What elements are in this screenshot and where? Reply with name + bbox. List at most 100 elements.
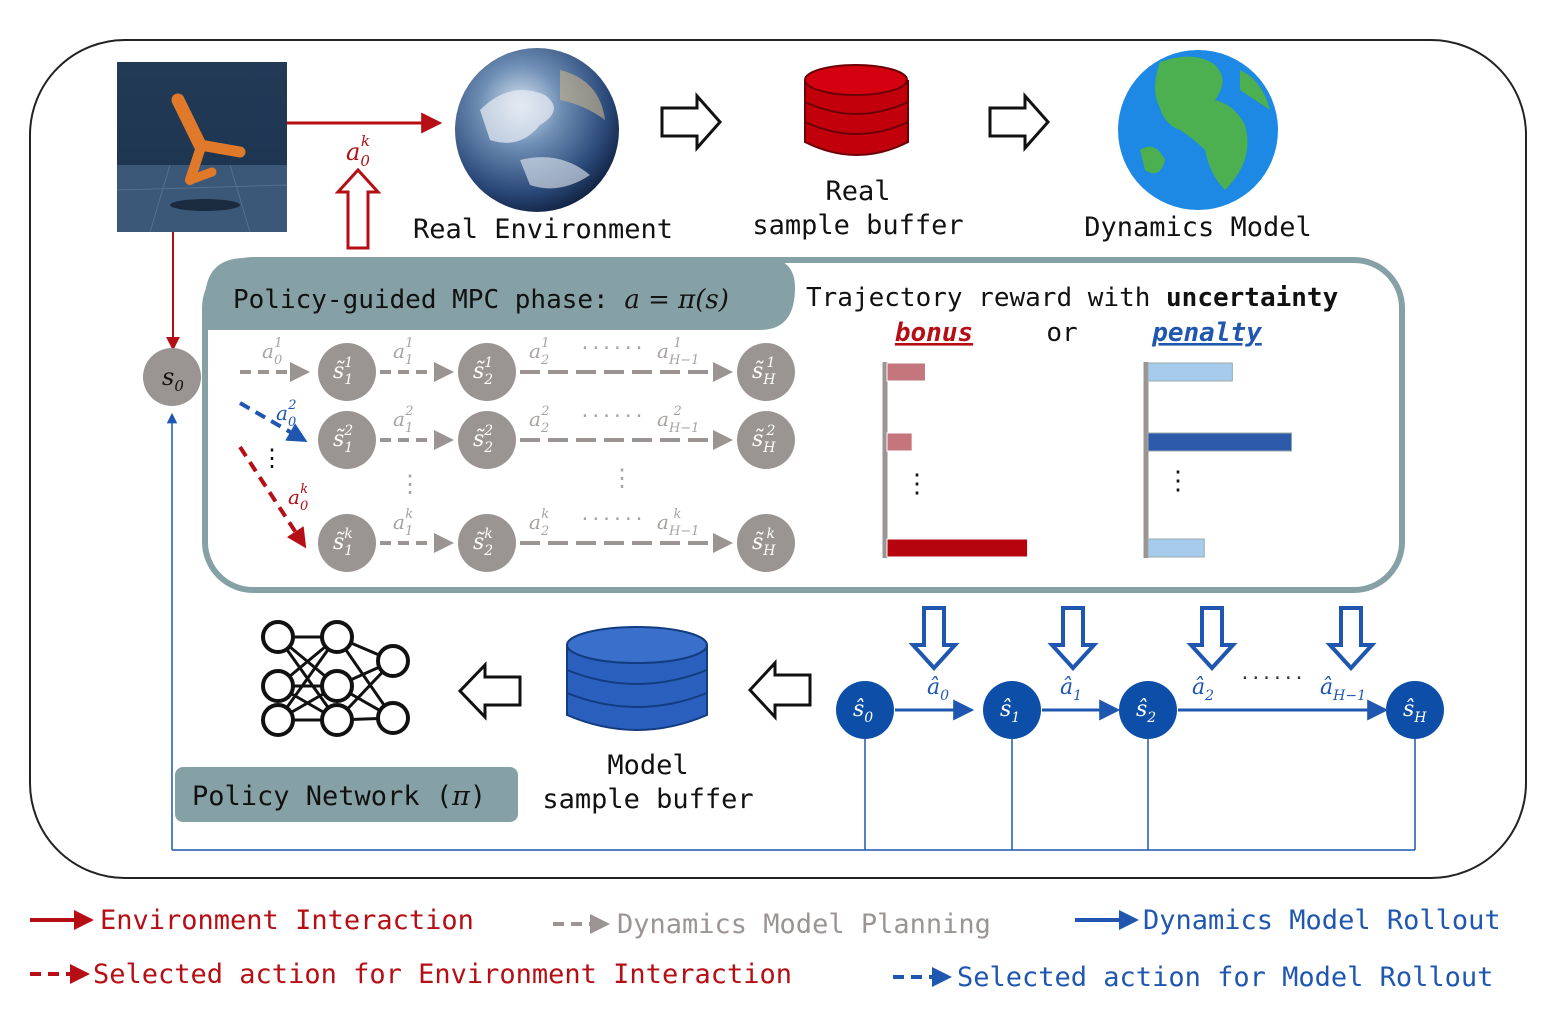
nn-neuron [320,620,354,654]
rollout-action-label: âH−1 [1320,675,1366,704]
plan-first-arrow-2 [238,401,308,443]
hollow-arrow-left-1 [747,659,812,721]
simulator-image [116,62,288,233]
rollout-state-node [1119,681,1177,739]
plan-state-node [458,343,516,401]
or-label: or [1046,318,1077,348]
dynamics-model-globe [1118,50,1278,210]
rollout-state-label: ŝ2 [1136,697,1156,726]
blue-down-arrows [908,606,1377,671]
nn-neuron [261,703,295,737]
rollout-feedback-lines [166,412,1416,851]
plan-action-label: a2k [529,507,549,539]
legend-dyn-rollout: Dynamics Model Rollout [1143,905,1501,936]
mpc-panel [202,257,1405,593]
model-buffer-label-2: sample buffer [542,784,753,815]
penalty-vdots: ⋮ [1165,466,1191,496]
plan-dots: ······ [579,509,644,530]
policy-network-box [175,767,518,822]
legend-dyn-planning: Dynamics Model Planning [617,909,991,940]
plan-state-node [458,411,516,469]
legend-selected-env: Selected action for Environment Interact… [93,959,792,990]
plan-action-label: aH−1k [657,507,699,539]
plan-state-label: s̃H1 [752,355,776,388]
plan-state-node [737,343,795,401]
hollow-arrow-2 [988,92,1051,152]
rollout-state-label: ŝ0 [853,697,873,726]
nn-neuron [320,703,354,737]
legend: Environment Interaction Dynamics Model P… [30,905,1501,993]
plan-state-node [458,514,516,572]
mpc-to-env-arrow [334,167,382,250]
outer-frame [29,39,1527,879]
plan-action-label: a11 [393,336,414,368]
real-buffer-label-2: sample buffer [752,210,963,241]
nn-neuron [261,669,295,703]
plan-state-label: s̃12 [333,423,353,456]
s0-node [143,348,201,406]
plan-action-label: a22 [529,404,550,436]
reward-title: Trajectory reward with uncertainty [806,283,1338,313]
penalty-bar-chart [1143,362,1293,558]
plan-state-label: s̃H2 [752,423,776,456]
rollout-state-label: ŝH [1403,697,1427,726]
policy-network-label: Policy Network (π) [192,781,486,812]
bonus-vdots: ⋮ [904,469,930,499]
plan-state-label: s̃2k [473,526,493,559]
plan-action-label: a21 [529,336,550,368]
plan-action-label: a12 [393,404,414,436]
first-action-label-2: a02 [276,398,297,430]
penalty-bar [1147,538,1205,558]
plan-state-label: s̃21 [473,355,493,388]
plan-state-label: s̃1k [333,526,353,559]
nn-neuron [376,644,410,678]
bonus-bar [886,362,926,382]
rollout-action-label: â1 [1060,675,1082,704]
legend-selected-model: Selected action for Model Rollout [957,962,1493,993]
real-buffer-icon [804,64,909,156]
nn-neuron [376,701,410,735]
hollow-down-arrow [1047,606,1099,671]
plan-state-node [318,514,376,572]
dynamics-model-label: Dynamics Model [1084,212,1312,243]
plan-action-label: aH−11 [657,336,699,368]
plan-state-node [318,343,376,401]
plan-state-node [318,411,376,469]
mpc-title: Policy-guided MPC phase: a = π(s) [233,285,729,315]
rollout-state-node [1386,681,1444,739]
plan-first-arrow-k [238,445,307,549]
rollout-state-node [983,681,1041,739]
penalty-label: penalty [1151,318,1262,348]
plan-state-node [737,514,795,572]
vdots-left: ⋮ [260,444,284,472]
bonus-bar [886,538,1029,558]
real-buffer-label-1: Real [825,176,890,207]
planning-trajectories: s̃11 s̃21 s̃H1 a11 a21 aH−11 ······ s̃12 s̃22 s̃H… [318,336,795,572]
plan-action-label: a1k [393,507,413,539]
legend-env-interaction: Environment Interaction [100,905,474,936]
penalty-bar [1147,362,1233,382]
plan-state-label: s̃Hk [752,526,776,559]
mpc-title-tab [205,258,795,330]
plan-state-label: s̃22 [473,423,493,456]
nn-neuron [320,669,354,703]
model-buffer-icon [566,626,708,731]
plan-action-label: aH−12 [657,404,699,436]
hollow-arrow-1 [660,92,723,152]
hollow-down-arrow [908,606,960,671]
policy-network-icon [261,620,410,737]
first-action-label-k: a0k [288,482,308,514]
plan-dots: ······ [579,406,644,427]
rollout-dots: ······ [1239,668,1304,689]
hollow-arrow-left-2 [457,661,522,721]
hollow-down-arrow [1186,606,1238,671]
bonus-bar [886,432,913,452]
hollow-down-arrow [1325,606,1377,671]
penalty-bar [1147,432,1293,452]
plan-state-label: s̃11 [333,355,353,388]
s0-label: s0 [162,363,184,395]
rollout-action-label: â0 [927,675,949,704]
rollout-action-label: â2 [1192,675,1214,704]
